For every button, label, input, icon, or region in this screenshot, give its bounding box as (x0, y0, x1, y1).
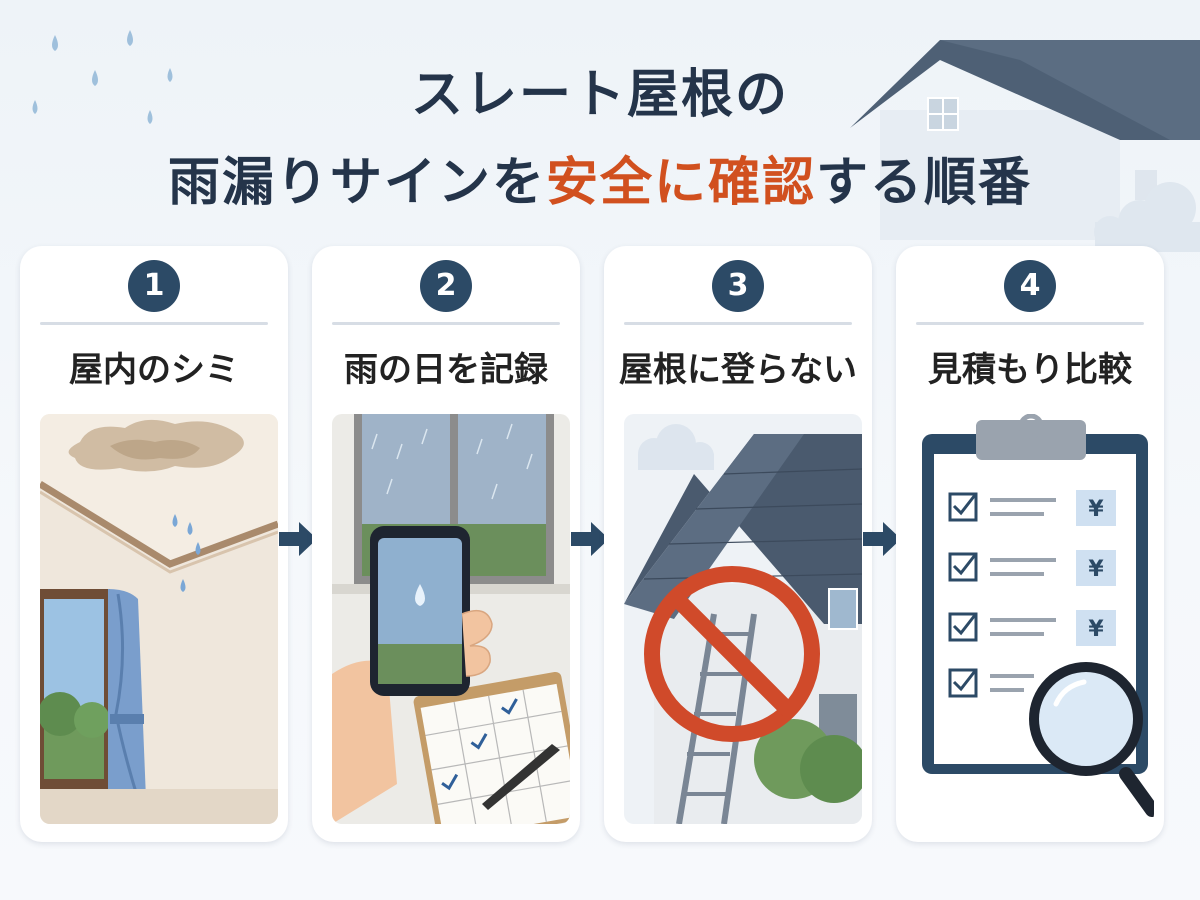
yen-icon: ¥ (1088, 617, 1104, 642)
house-silhouette-icon (850, 40, 1200, 240)
no-climb-roof-icon (624, 414, 862, 824)
step-number-4: 4 (1004, 260, 1056, 312)
arrow-right-icon (863, 522, 901, 556)
magnifying-glass-icon (1029, 662, 1154, 817)
phone-calendar-icon (332, 414, 570, 824)
arrow-right-icon (279, 522, 317, 556)
divider (916, 322, 1144, 325)
title-line-1: スレート屋根の (410, 65, 789, 125)
divider (624, 322, 852, 325)
step-label-3: 屋根に登らない (619, 350, 857, 390)
step-card-3: 3 屋根に登らない (604, 246, 872, 842)
ceiling-stain-icon (40, 414, 278, 824)
yen-icon: ¥ (1088, 557, 1104, 582)
step-card-1: 1 屋内のシミ (20, 246, 288, 842)
step-label-2: 雨の日を記録 (344, 350, 548, 390)
clipboard-estimate-icon: ¥ ¥ ¥ (922, 414, 1154, 817)
title-line-2-post: する順番 (816, 153, 1033, 213)
step-number-3: 3 (712, 260, 764, 312)
divider (332, 322, 560, 325)
yen-icon: ¥ (1088, 497, 1104, 522)
title-accent: 安全に確認 (545, 153, 816, 213)
title-line-2: 雨漏りサインを安全に確認する順番 (0, 140, 1200, 215)
background-decoration (32, 30, 1200, 252)
divider (40, 322, 268, 325)
step-card-2: 2 雨の日を記録 (312, 246, 580, 842)
title-line-2-pre: 雨漏りサインを (167, 153, 546, 213)
step-label-1: 屋内のシミ (69, 350, 239, 390)
checklist: ¥ ¥ ¥ (948, 490, 1116, 698)
arrow-right-icon (571, 522, 609, 556)
step-number-2: 2 (420, 260, 472, 312)
step-label-4: 見積もり比較 (928, 350, 1132, 390)
step-number-1: 1 (128, 260, 180, 312)
raindrops-icon (32, 30, 173, 124)
step-card-4: 4 見積もり比較 ¥ ¥ (896, 246, 1164, 842)
